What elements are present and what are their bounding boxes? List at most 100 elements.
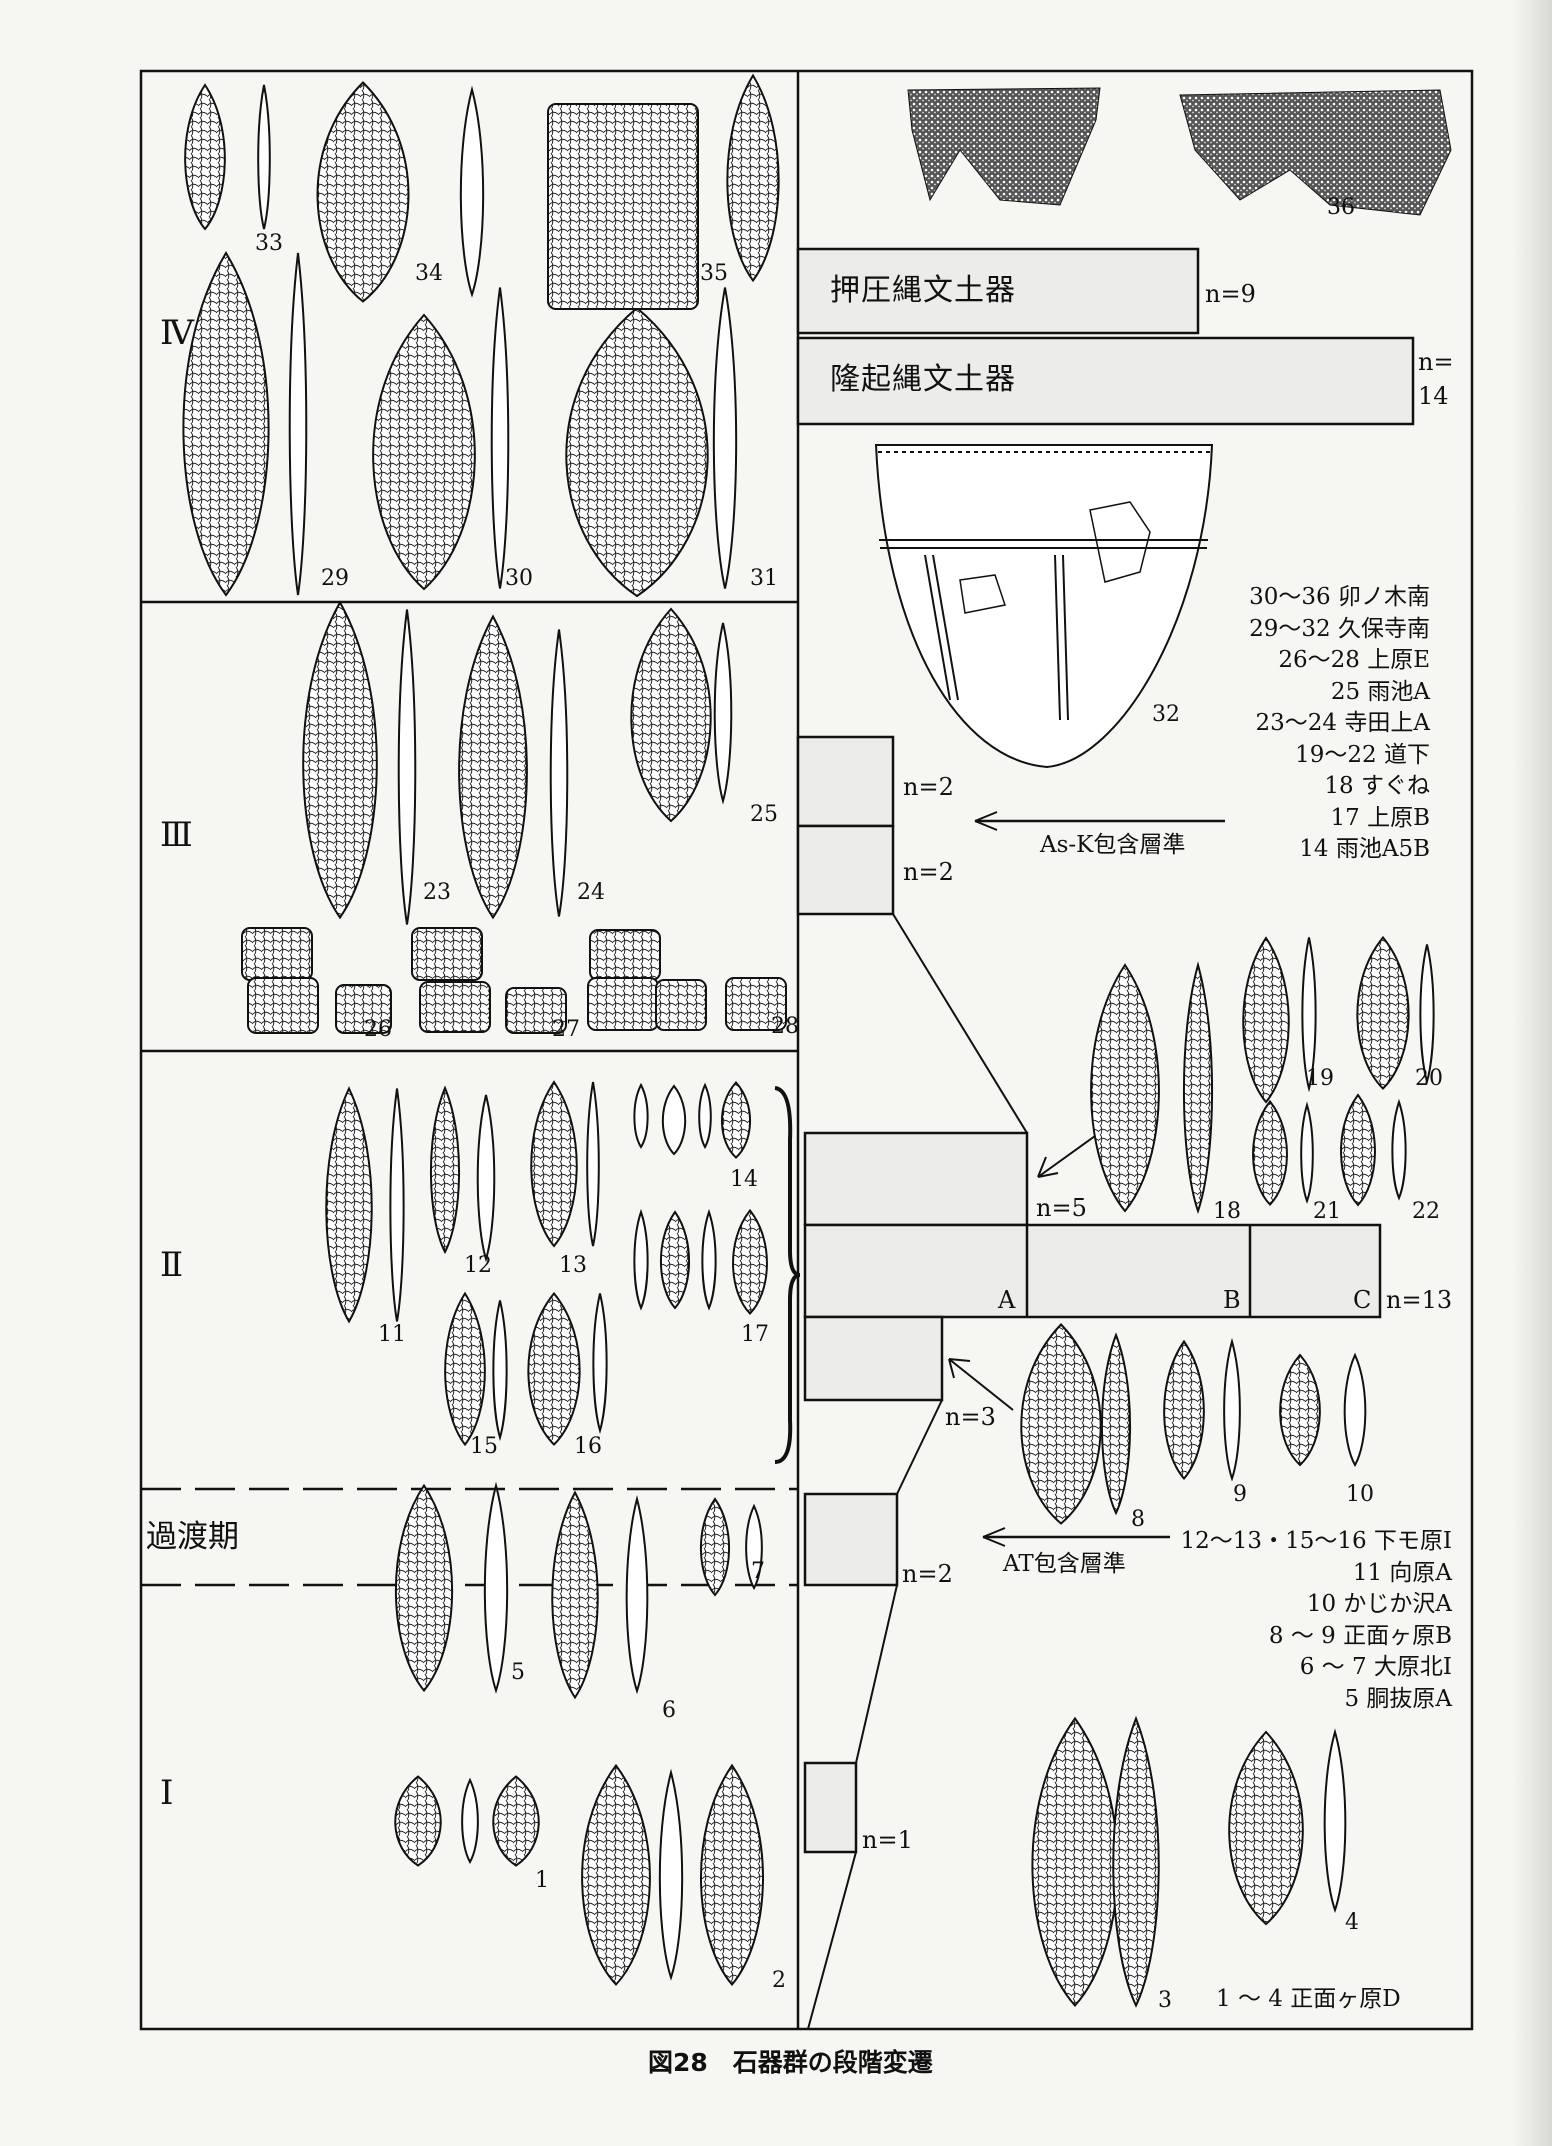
- figure-number: 35: [700, 261, 728, 286]
- stone-tool-drawing: [492, 1300, 508, 1442]
- stone-tool-drawing: [1323, 1728, 1347, 1914]
- arrow-to-18: [1037, 1135, 1096, 1178]
- legend-item: 30～36 卯ノ木南: [1249, 584, 1430, 610]
- stone-tool-drawing: [565, 306, 709, 598]
- stone-tool-drawing: [476, 1094, 496, 1263]
- legend-item: 17 上原B: [1330, 804, 1430, 831]
- figure-number: 24: [577, 880, 605, 905]
- legend-item: 26～28 上原E: [1278, 647, 1430, 673]
- brace: [774, 1086, 801, 1464]
- legend-item: 12～13・15～16 下モ原I: [1180, 1528, 1452, 1554]
- stone-tool-drawing: [394, 1775, 442, 1867]
- stone-tool-drawing: [1242, 936, 1290, 1104]
- stone-tool-drawing: [1301, 937, 1317, 1093]
- stone-tool-drawing: [429, 1085, 461, 1255]
- stone-tool-drawing: [1419, 944, 1435, 1086]
- figure-number: 10: [1346, 1482, 1374, 1507]
- stone-tool-drawing: [1343, 1352, 1367, 1468]
- bar-n-II-abc: n=13: [1386, 1286, 1453, 1314]
- stone-tool-drawing: [372, 313, 476, 591]
- figure-number: 22: [1412, 1199, 1440, 1224]
- stone-tool-drawing: [1228, 1730, 1304, 1926]
- arrow-to-8: [948, 1358, 1014, 1411]
- figure-number: 34: [415, 261, 443, 286]
- figure-number: 33: [255, 231, 283, 256]
- figure-number: 21: [1313, 1199, 1341, 1224]
- figure-number: 13: [559, 1253, 587, 1278]
- stone-tool-drawing: [492, 1775, 540, 1867]
- stone-tool-drawing: [458, 614, 528, 920]
- stone-tool-drawing: [661, 1084, 687, 1156]
- ask-horizon-label: As-K包含層準: [1040, 832, 1186, 858]
- figure-number: 2: [772, 1968, 786, 1993]
- stone-tool-drawing: [459, 85, 485, 298]
- bar-n-ryuki-1: n=: [1418, 348, 1454, 376]
- bar-label-B: B: [1223, 1286, 1241, 1314]
- bar-III-upper: [796, 735, 895, 828]
- stone-tool-drawing: [444, 1291, 486, 1447]
- stone-tool-drawing: [630, 607, 712, 823]
- legend-item: 18 すぐね: [1324, 773, 1430, 799]
- bar-n-III-upper: n=2: [903, 773, 954, 801]
- figure-number: 14: [730, 1167, 758, 1192]
- bar-label-C: C: [1353, 1286, 1372, 1314]
- stone-tool-drawing: [1279, 1353, 1321, 1467]
- bar-n-oshigata: n=9: [1205, 280, 1256, 308]
- stone-tool-drawing: [1020, 1323, 1102, 1525]
- phase-label-transition: 過渡期: [146, 1519, 239, 1555]
- stone-tool-drawing: [713, 622, 733, 805]
- stone-tool-drawing: [1356, 935, 1410, 1090]
- figure-number: 9: [1233, 1482, 1247, 1507]
- bar-n-II-upper: n=5: [1036, 1194, 1087, 1222]
- legend-item: 29～32 久保寺南: [1249, 615, 1430, 642]
- bar-II-upper: [803, 1131, 1029, 1227]
- figure-caption: 図28 石器群の段階変遷: [648, 2048, 933, 2077]
- connector-lines: [774, 811, 1225, 2030]
- bar-transition: [803, 1492, 899, 1587]
- figure-number: 20: [1415, 1066, 1443, 1091]
- stone-tool-drawing: [699, 1497, 731, 1597]
- stone-tool-drawing: [726, 73, 780, 283]
- legend-item: 5 胴抜原A: [1344, 1685, 1452, 1712]
- stone-tool-drawing: [625, 1495, 649, 1695]
- stone-tool-drawing: [1100, 1332, 1132, 1516]
- bar-label-ryuki: 隆起縄文土器: [830, 362, 1016, 397]
- bar-n-II-lower: n=3: [945, 1403, 996, 1431]
- legend-item: 25 雨池A: [1330, 678, 1430, 705]
- legend-item: 23～24 寺田上A: [1255, 710, 1430, 736]
- figure-number: 30: [505, 566, 533, 591]
- bar-n-transition: n=2: [902, 1560, 953, 1588]
- stone-tool-drawing: [527, 1291, 581, 1446]
- figure-number: 17: [741, 1322, 769, 1347]
- stone-tool-drawing: [182, 251, 270, 597]
- stone-tool-drawing: [720, 1081, 752, 1159]
- stone-tool-drawing: [586, 1081, 600, 1247]
- bar-n-III-lower: n=2: [903, 858, 954, 886]
- bar-II-lower: [803, 1315, 944, 1402]
- figure-number: 26: [364, 1017, 392, 1042]
- figure-number: 25: [750, 802, 778, 827]
- core-drawing: [419, 981, 491, 1033]
- figure-number: 27: [552, 1017, 580, 1042]
- pottery-36: [907, 87, 1452, 216]
- figure-number: 18: [1213, 1199, 1241, 1224]
- legend-item: 6 ～ 7 大原北I: [1299, 1654, 1452, 1680]
- bar-label-oshigata: 押圧縄文土器: [830, 273, 1016, 308]
- bar-n-I: n=1: [862, 1826, 913, 1854]
- legend-item: 10 かじか沢A: [1306, 1591, 1452, 1617]
- stone-tool-drawing: [1182, 961, 1214, 1215]
- legend-item: 14 雨池A5B: [1299, 836, 1430, 862]
- stone-tool-drawing: [551, 1490, 599, 1700]
- stone-tool-drawing: [659, 1210, 691, 1310]
- figure-number: 28: [771, 1014, 799, 1039]
- figure-number: 12: [464, 1253, 492, 1278]
- figure-number: 19: [1306, 1066, 1334, 1091]
- site-legend-I: 1 ～ 4 正面ヶ原D: [1216, 1986, 1401, 2012]
- stone-tool-drawing: [592, 1293, 608, 1435]
- core-drawing: [247, 977, 319, 1034]
- core-drawing: [547, 103, 699, 310]
- core-drawing: [505, 987, 567, 1034]
- figure-number: 7: [751, 1559, 765, 1584]
- phase-label-IV: Ⅳ: [160, 313, 194, 353]
